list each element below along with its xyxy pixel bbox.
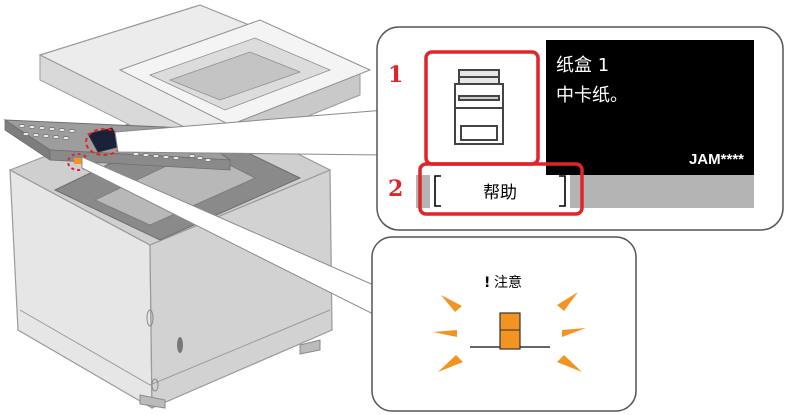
lcd-jam-text: 中卡纸。 <box>556 85 628 106</box>
caution-mark: ! <box>484 275 490 291</box>
ray-bottom-right <box>557 355 582 372</box>
ray-bottom-left <box>438 355 463 372</box>
attention-lamp <box>74 158 82 164</box>
front-handle <box>177 337 183 353</box>
display-callout: 纸盒 1 中卡纸。 JAM**** 帮助 1 2 <box>376 26 784 231</box>
printer-icon <box>454 69 504 145</box>
help-button-label: 帮助 <box>483 183 517 203</box>
ray-right <box>562 328 586 337</box>
callout-number-2: 2 <box>388 176 403 202</box>
attention-indicator-lamp <box>499 312 521 350</box>
indicator-callout: ! 注意 <box>371 236 637 412</box>
lcd-tray-text: 纸盒 1 <box>556 55 609 76</box>
ray-top-right <box>557 292 578 311</box>
ray-top-left <box>441 295 462 312</box>
leader-lines <box>81 109 386 321</box>
help-key-highlight <box>418 162 584 216</box>
callout-number-1: 1 <box>388 62 403 88</box>
help-button[interactable]: 帮助 <box>430 175 570 208</box>
lcd-jam-code: JAM**** <box>689 151 744 168</box>
ray-left <box>433 330 457 337</box>
caution-label: 注意 <box>494 274 522 291</box>
blink-rays <box>433 292 586 372</box>
